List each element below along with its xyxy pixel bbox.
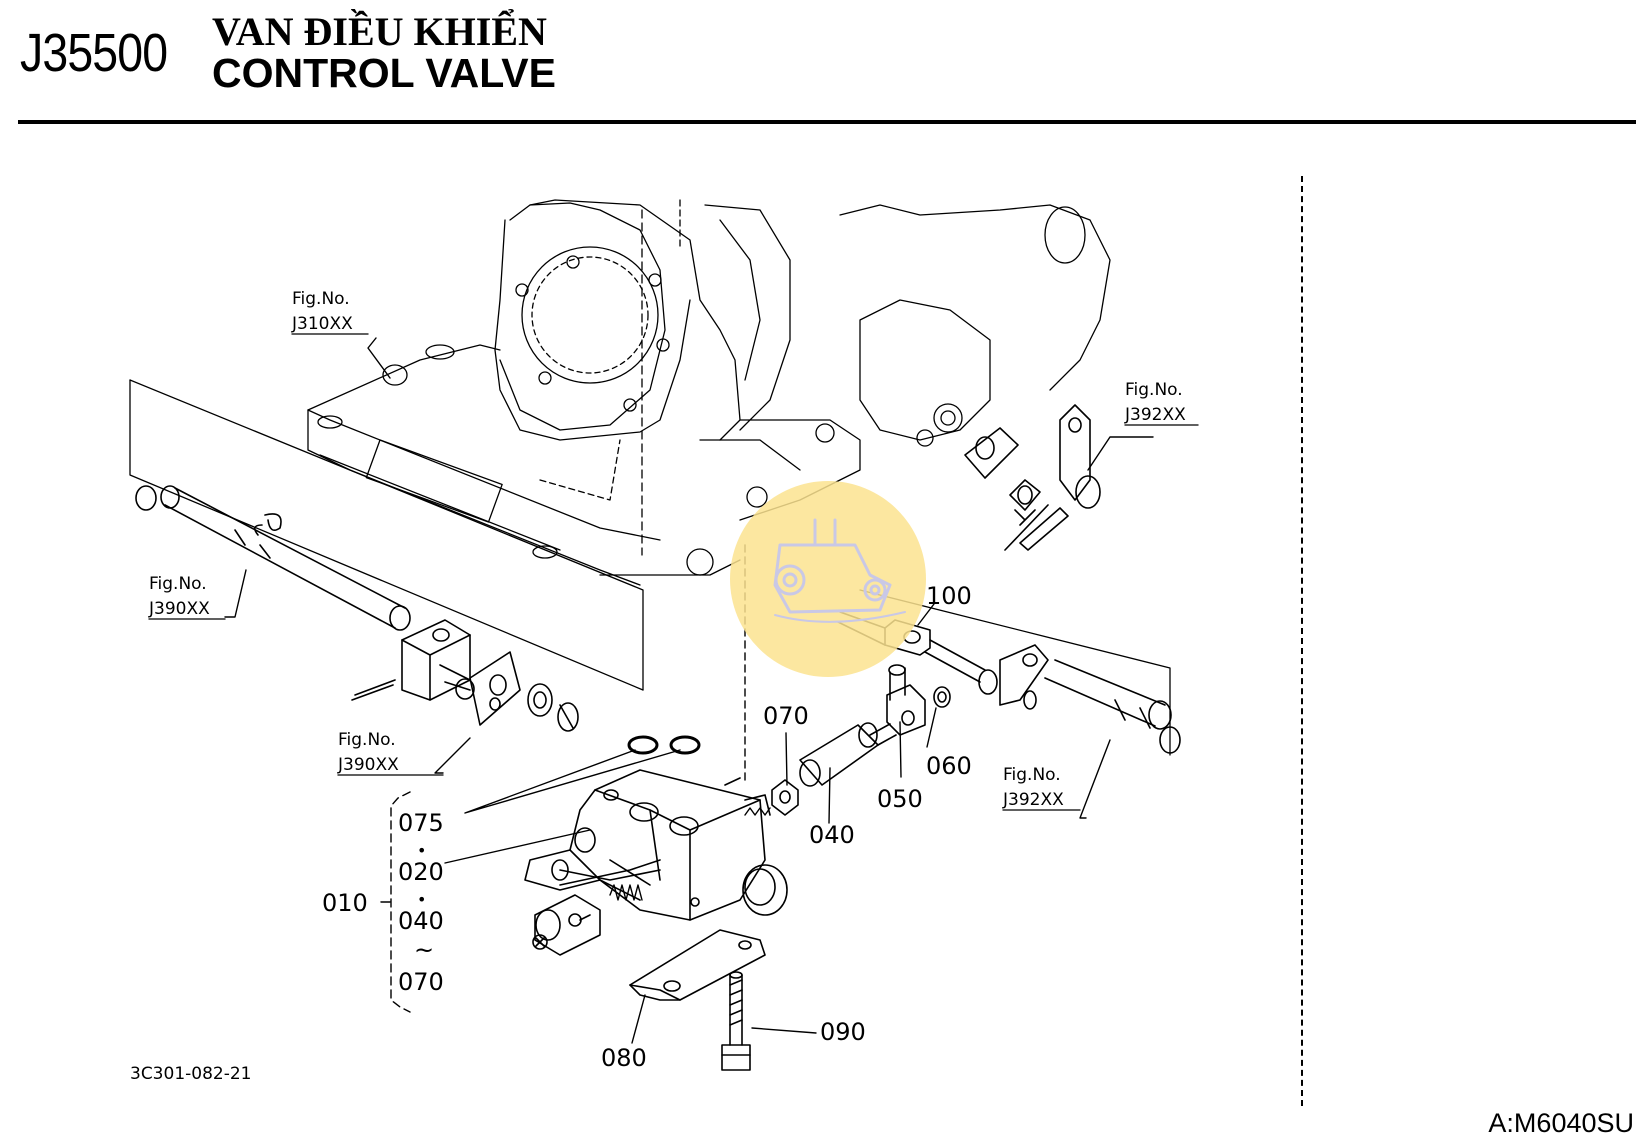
header-rule xyxy=(18,120,1636,124)
right-lever-assembly xyxy=(964,404,1101,551)
fig-ref-code: J392XX xyxy=(1124,405,1186,425)
part-080-bracket xyxy=(629,929,766,1001)
assembly-separator: • xyxy=(417,890,426,909)
fig-ref-label: Fig.No. xyxy=(1003,765,1061,785)
assembly-range-tilde: ~ xyxy=(414,936,434,964)
part-label-010: 010 xyxy=(322,889,368,917)
lower-right-shaft xyxy=(859,589,1181,756)
part-070-nut xyxy=(771,779,799,816)
watermark-logo xyxy=(730,481,926,677)
fig-ref-code: J392XX xyxy=(1002,790,1064,810)
part-label-070: 070 xyxy=(763,702,809,730)
fig-ref-label: Fig.No. xyxy=(1125,380,1183,400)
page-title-english: CONTROL VALVE xyxy=(212,50,556,96)
fig-ref-code: J390XX xyxy=(337,755,399,775)
fig-ref-label: Fig.No. xyxy=(149,574,207,594)
drawing-id: 3C301-082-21 xyxy=(130,1064,251,1084)
part-label-090: 090 xyxy=(820,1018,866,1046)
left-shaft-assembly xyxy=(135,485,579,732)
part-050-fitting xyxy=(886,664,926,736)
leader-lines xyxy=(224,337,1154,1044)
assembly-bracket xyxy=(390,791,411,1013)
fig-ref-code: J390XX xyxy=(148,599,210,619)
assembly-item-020: 020 xyxy=(398,858,444,886)
page-code: J35500 xyxy=(20,23,168,83)
part-label-100: 100 xyxy=(926,582,972,610)
page-divider xyxy=(1301,176,1303,1106)
assembly-separator: • xyxy=(417,841,426,860)
part-060-washer xyxy=(933,686,951,708)
part-label-050: 050 xyxy=(877,785,923,813)
assembly-item-070: 070 xyxy=(398,968,444,996)
assembly-item-075: 075 xyxy=(398,809,444,837)
transmission-housing xyxy=(307,199,1111,586)
part-040-sleeve xyxy=(799,722,897,787)
left-shaft-plane xyxy=(129,379,644,691)
part-label-040: 040 xyxy=(809,821,855,849)
assembly-item-040: 040 xyxy=(398,907,444,935)
page-title-vietnamese: VAN ĐIỀU KHIỂN xyxy=(212,9,547,54)
part-label-080: 080 xyxy=(601,1044,647,1072)
fig-ref-label: Fig.No. xyxy=(338,730,396,750)
valve-body xyxy=(524,735,788,956)
part-label-060: 060 xyxy=(926,752,972,780)
fig-ref-code: J310XX xyxy=(291,314,353,334)
model-code: A:M6040SU xyxy=(1488,1108,1634,1138)
fig-ref-label: Fig.No. xyxy=(292,289,350,309)
part-090-bolt xyxy=(721,971,751,1071)
